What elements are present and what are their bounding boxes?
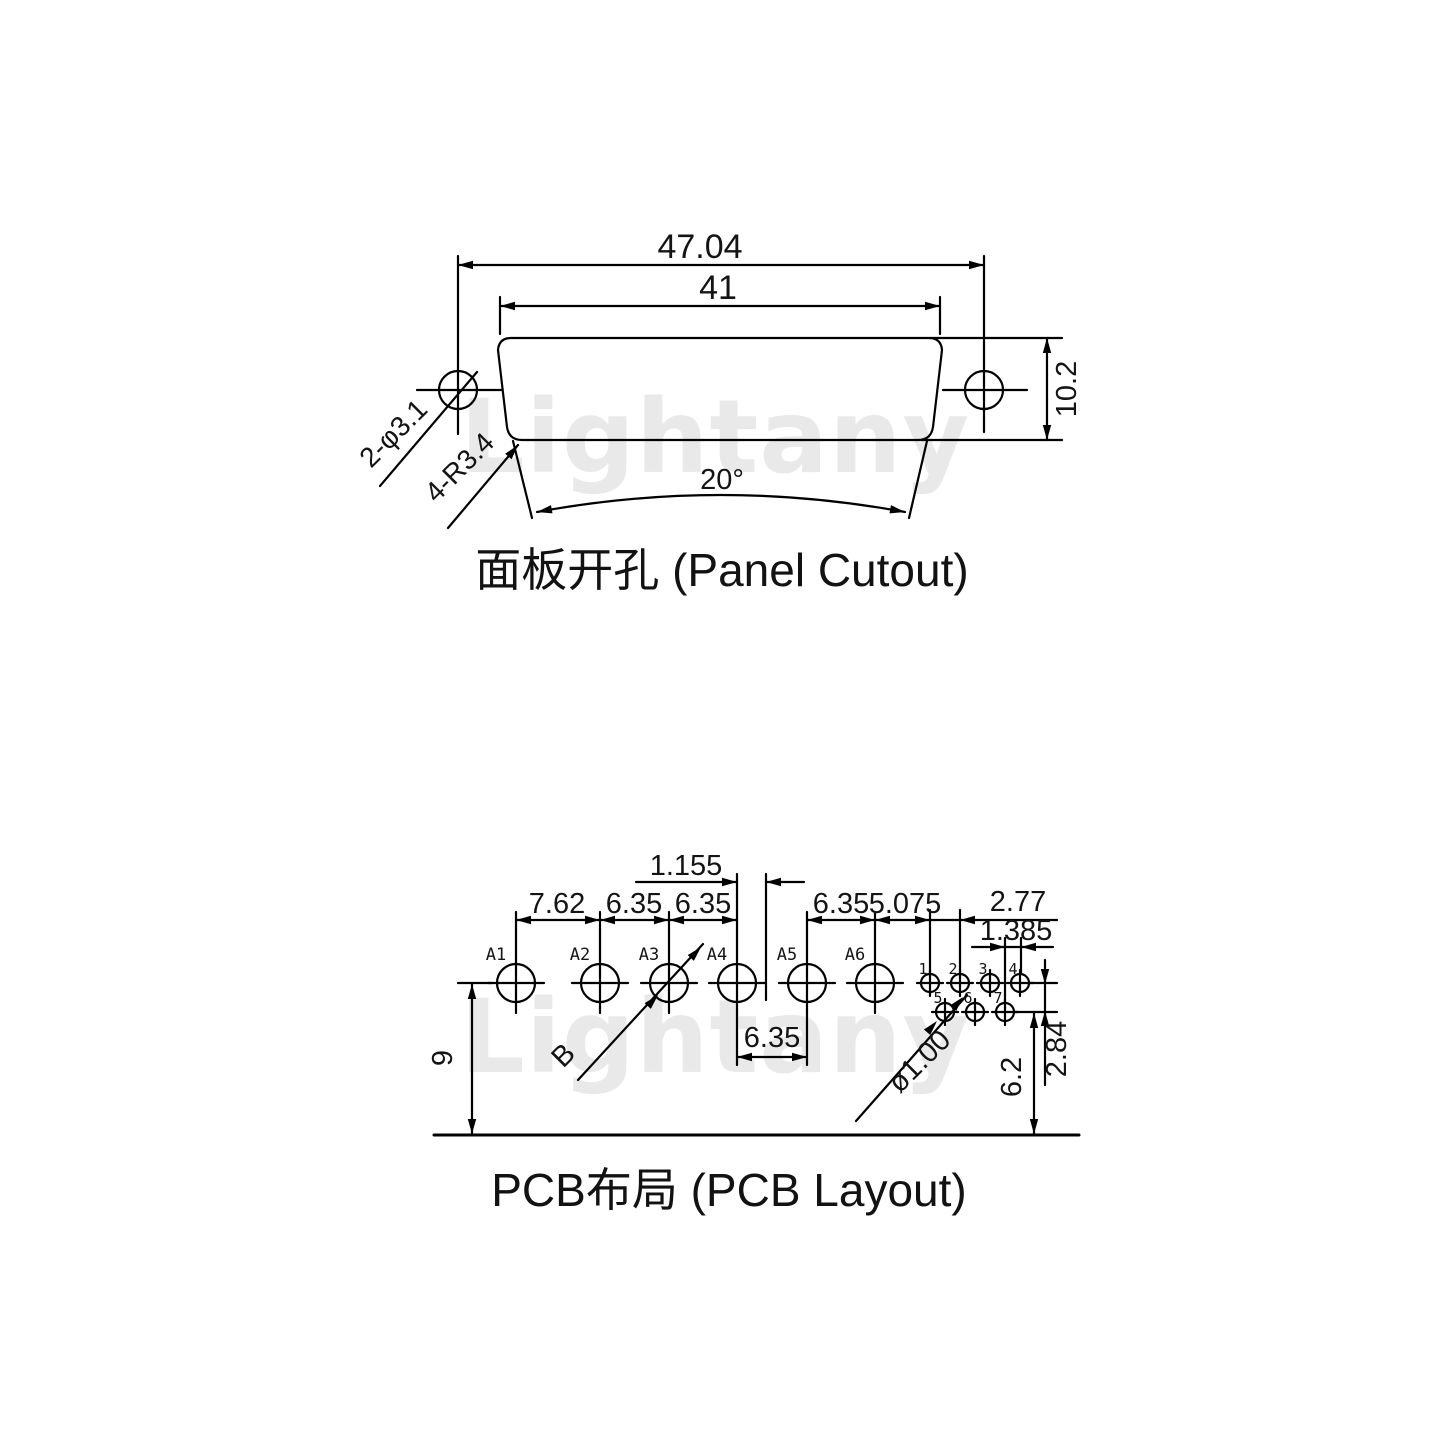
dim-pin-row-offset: 1.385	[970, 915, 1055, 952]
dim-height: 10.2	[919, 336, 1083, 442]
dim-cutout-width: 41	[498, 269, 942, 336]
dim-pin-row-offset-text: 1.385	[980, 915, 1053, 947]
dim-row-height: 9	[427, 981, 477, 1137]
dim-row-height-text: 9	[427, 1050, 459, 1066]
pin-label-6: 6	[963, 989, 972, 1007]
watermark-bottom: Lightany	[460, 978, 970, 1097]
dim-a3-a4-text: 6.35	[675, 888, 731, 920]
callout-mount-holes-text: 2-φ3.1	[353, 393, 433, 473]
signal-pins: 1 2 3 4 5 6 7	[915, 960, 1035, 1027]
mount-hole-right	[941, 369, 1029, 411]
dim-a4-a5: 6.35	[735, 1022, 809, 1062]
pin-label-7: 7	[993, 989, 1002, 1007]
dim-outer-width-text: 47.04	[657, 228, 742, 266]
dim-pin-row-to-edge: 6.2	[996, 1010, 1039, 1137]
dim-a4-a5-text: 6.35	[744, 1022, 800, 1054]
dim-height-text: 10.2	[1051, 361, 1083, 417]
dim-a5-a6-text: 6.35	[813, 888, 869, 920]
extension-lines	[456, 872, 1059, 1067]
hole-label-a1: A1	[486, 945, 506, 965]
panel-cutout-title: 面板开孔 (Panel Cutout)	[475, 544, 968, 596]
pin-label-2: 2	[948, 960, 957, 978]
dim-pin-row-to-edge-text: 6.2	[996, 1057, 1028, 1097]
dim-pin-row-gap: 2.84	[1040, 958, 1073, 1087]
watermark-top: Lightany	[460, 378, 970, 497]
dim-pin-pitch-text: 2.77	[990, 886, 1046, 918]
dim-a4-centerline: 1.155	[634, 850, 806, 887]
pin-label-1: 1	[918, 960, 927, 978]
hole-label-a2: A2	[570, 945, 590, 965]
holes-a-row: A1 A2 A3 A4 A5 A6	[486, 945, 905, 1004]
dim-angle-text: 20°	[700, 464, 744, 496]
pin-label-3: 3	[978, 960, 987, 978]
pcb-layout-title: PCB布局 (PCB Layout)	[491, 1164, 966, 1216]
dim-a2-a3-text: 6.35	[606, 888, 662, 920]
dim-pin-row-gap-text: 2.84	[1041, 1021, 1073, 1077]
dim-a6-pin1-text: 5.075	[869, 888, 942, 920]
dim-cutout-width-text: 41	[699, 269, 737, 307]
pin-label-4: 4	[1008, 960, 1017, 978]
watermarks: Lightany Lightany	[460, 378, 970, 1097]
hole-label-a3: A3	[639, 945, 659, 965]
pcb-layout-drawing: A1 A2 A3 A4 A5 A6 1 2 3 4 5 6 7	[427, 850, 1081, 1216]
dim-a4-centerline-text: 1.155	[650, 850, 723, 882]
cutout-body-outline	[496, 336, 944, 442]
pin-label-5: 5	[933, 989, 942, 1007]
dim-outer-width: 47.04	[456, 228, 986, 436]
hole-label-a6: A6	[845, 945, 865, 965]
hole-label-a4: A4	[707, 945, 727, 965]
hole-label-a5: A5	[777, 945, 797, 965]
flange-angle: 20°	[511, 439, 929, 520]
mount-hole-left	[415, 369, 503, 411]
dim-chain-horizontal: 7.62 6.35 6.35 6.35 5.075 2.77	[514, 886, 1059, 925]
dim-a1-a2-text: 7.62	[529, 888, 585, 920]
